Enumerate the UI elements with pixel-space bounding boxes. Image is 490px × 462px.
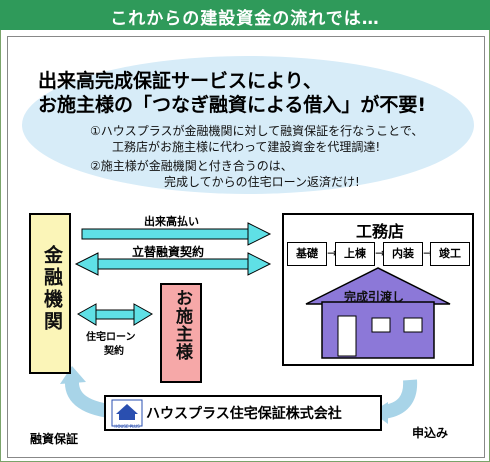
builder-label: 工務店 bbox=[356, 222, 405, 241]
client-box: お施主様 bbox=[160, 283, 202, 383]
bank-label: 金融機関 bbox=[41, 245, 63, 333]
header-title: これからの建設資金の流れでは… bbox=[110, 9, 380, 29]
headline-line2: お施主様の「つなぎ融資による借入」が不要! bbox=[38, 94, 427, 116]
bank-box: 金融機関 bbox=[29, 213, 71, 374]
logo-text: HOUSE PLUS bbox=[114, 424, 140, 429]
headline-line1: 出来高完成保証サービスにより、 bbox=[38, 70, 322, 92]
step-arrow-3-icon: → bbox=[423, 246, 434, 260]
flow-loan-guarantee-label: 融資保証 bbox=[30, 432, 79, 446]
houseplus-logo-icon bbox=[111, 399, 143, 427]
summary-ellipse bbox=[22, 56, 474, 194]
note-2-line1: ②施主様が金融機関と付き合うのは、 bbox=[90, 159, 293, 173]
house-icon bbox=[305, 267, 451, 359]
flow-mortgage-label-1: 住宅ローン bbox=[86, 332, 136, 343]
step-completion: 竣工 bbox=[430, 242, 470, 266]
house-label: 完成引渡し bbox=[344, 290, 405, 304]
flow-advance-financing-label: 立替融資契約 bbox=[132, 245, 205, 259]
step-arrow-2-icon: → bbox=[375, 246, 386, 260]
note-1-line1: ①ハウスプラスが金融機関に対して融資保証を行なうことで、 bbox=[90, 124, 424, 138]
step-interior: 内装 bbox=[383, 242, 423, 266]
arrow-progress-payment bbox=[81, 222, 272, 246]
step-arrow-1-icon: → bbox=[327, 246, 338, 260]
flow-mortgage-label-2: 契約 bbox=[104, 346, 124, 357]
step-framing: 上棟 bbox=[335, 242, 375, 266]
arrow-advance-financing bbox=[74, 252, 272, 276]
step-foundation: 基礎 bbox=[287, 242, 327, 266]
flow-progress-payment-label: 出来高払い bbox=[144, 215, 199, 228]
client-label: お施主様 bbox=[172, 289, 192, 361]
flow-application-label: 申込み bbox=[412, 426, 449, 440]
guarantor-box bbox=[104, 395, 382, 431]
note-2-line2: 完成してからの住宅ローン返済だけ! bbox=[164, 175, 360, 189]
header-bar: これからの建設資金の流れでは… bbox=[0, 0, 490, 30]
note-1-line2: 工務店がお施主様に代わって建設資金を代理調達! bbox=[112, 140, 381, 154]
arrow-mortgage bbox=[77, 303, 153, 326]
guarantor-name: ハウスプラス住宅保証株式会社 bbox=[146, 406, 342, 422]
